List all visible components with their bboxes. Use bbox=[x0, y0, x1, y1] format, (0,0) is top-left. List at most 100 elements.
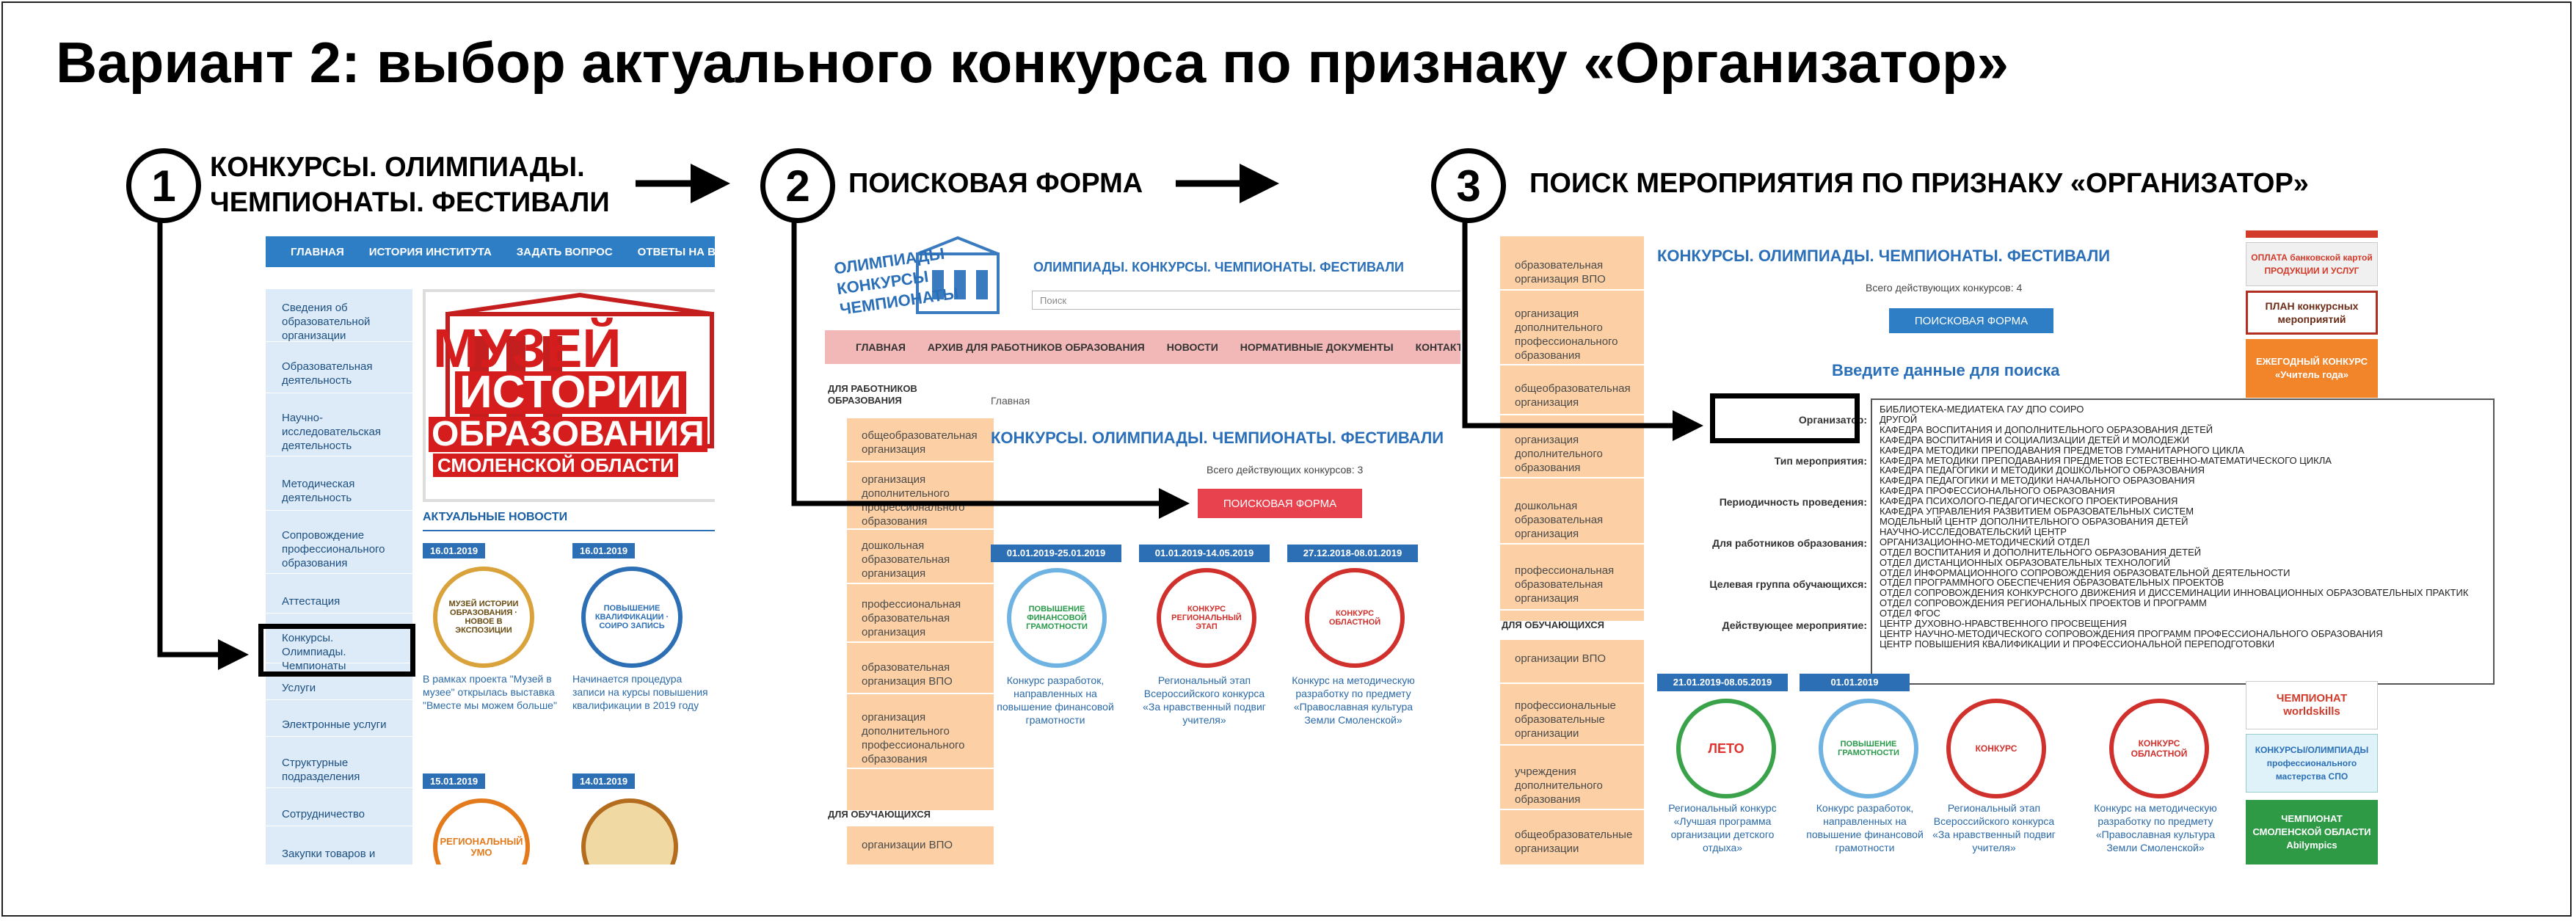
nav-ask-question[interactable]: ЗАДАТЬ ВОПРОС bbox=[516, 245, 613, 258]
banner-abilympics[interactable]: ЧЕМПИОНАТ СМОЛЕНСКОЙ ОБЛАСТИ Abilympics bbox=[2246, 800, 2378, 864]
sidebar-item[interactable]: организации ВПО bbox=[1500, 652, 1644, 684]
contest-dates: 01.01.2019-25.01.2019 bbox=[991, 545, 1121, 562]
banner-plan[interactable]: ПЛАН конкурсных мероприятий bbox=[2246, 291, 2378, 335]
organizer-option[interactable]: КАФЕДРА МЕТОДИКИ ПРЕПОДАВАНИЯ ПРЕДМЕТОВ … bbox=[1880, 454, 2332, 466]
organizer-option[interactable]: ЦЕНТР НАУЧНО-МЕТОДИЧЕСКОГО СОПРОВОЖДЕНИЯ… bbox=[1880, 627, 2383, 639]
organizer-option[interactable]: КАФЕДРА ПЕДАГОГИКИ И МЕТОДИКИ НАЧАЛЬНОГО… bbox=[1880, 475, 2195, 487]
sidebar-students: организации ВПО профессиональные образов… bbox=[1500, 640, 1644, 864]
teacher-contest-logo[interactable]: КОНКУРС bbox=[1946, 699, 2046, 798]
menu-news[interactable]: НОВОСТИ bbox=[1166, 341, 1218, 353]
news-item-text[interactable]: В рамках проекта "Музей в музее" открыла… bbox=[423, 673, 557, 711]
contest-card-text[interactable]: Конкурс разработок, направленных на повы… bbox=[997, 674, 1114, 726]
search-input[interactable]: Поиск bbox=[1032, 291, 1460, 310]
organizer-option[interactable]: КАФЕДРА МЕТОДИКИ ПРЕПОДАВАНИЯ ПРЕДМЕТОВ … bbox=[1880, 444, 2244, 456]
finance-contest-logo[interactable]: ПОВЫШЕНИЕ ФИНАНСОВОЙ ГРАМОТНОСТИ bbox=[1007, 568, 1107, 668]
sidebar-item-contests[interactable]: Конкурсы. Олимпиады. Чемпионаты bbox=[266, 631, 412, 672]
organizer-option[interactable]: КАФЕДРА УПРАВЛЕНИЯ РАЗВИТИЕМ ОБРАЗОВАТЕЛ… bbox=[1880, 506, 2194, 517]
organizer-option[interactable]: ОТДЕЛ ПРОГРАММНОГО ОБЕСПЕЧЕНИЯ ОБРАЗОВАТ… bbox=[1880, 577, 2224, 589]
finance-contest-logo[interactable]: ПОВЫШЕНИЕ ГРАМОТНОСТИ bbox=[1819, 699, 1918, 798]
sidebar-item-attestation[interactable]: Аттестация bbox=[266, 594, 412, 614]
sidebar-item-services[interactable]: Услуги bbox=[266, 681, 412, 700]
menu-home[interactable]: ГЛАВНАЯ bbox=[856, 341, 906, 353]
organizer-option[interactable]: ОТДЕЛ ДИСТАНЦИОННЫХ ОБРАЗОВАТЕЛЬНЫХ ТЕХН… bbox=[1880, 556, 2171, 568]
banner-text: ЧЕМПИОНАТ worldskills bbox=[2276, 692, 2348, 718]
organizer-option[interactable]: ОТДЕЛ ФГОС bbox=[1880, 608, 1940, 619]
sidebar-item[interactable]: образовательная организация ВПО bbox=[1500, 258, 1644, 291]
organizer-option[interactable]: БИБЛИОТЕКА-МЕДИАТЕКА ГАУ ДПО СОИРО bbox=[1880, 404, 2084, 415]
sidebar-item[interactable]: дошкольная образовательная организация bbox=[847, 539, 994, 584]
organizer-option[interactable]: ОРГАНИЗАЦИОННО-МЕТОДИЧЕСКИЙ ОТДЕЛ bbox=[1880, 536, 2090, 547]
organizer-option[interactable]: ДРУГОЙ bbox=[1880, 413, 1918, 425]
search-form-button[interactable]: ПОИСКОВАЯ ФОРМА bbox=[1889, 308, 2053, 333]
nav-history[interactable]: ИСТОРИЯ ИНСТИТУТА bbox=[368, 245, 492, 258]
contest-card-text[interactable]: Региональный этап Всероссийского конкурс… bbox=[1932, 802, 2056, 853]
organizer-option[interactable]: КАФЕДРА ПСИХОЛОГО-ПЕДАГОГИЧЕСКОГО ПРОЕКТ… bbox=[1880, 495, 2178, 507]
contest-card-text[interactable]: Региональный этап Всероссийского конкурс… bbox=[1143, 674, 1266, 726]
organizer-option[interactable]: НАУЧНО-ИССЛЕДОВАТЕЛЬСКИЙ ЦЕНТР bbox=[1880, 525, 2067, 537]
sidebar-item[interactable]: общеобразовательная организация bbox=[1500, 382, 1644, 415]
sidebar-item-e-services[interactable]: Электронные услуги bbox=[266, 718, 412, 737]
sidebar-item[interactable]: профессиональные образовательные организ… bbox=[1500, 699, 1644, 746]
sidebar-item[interactable]: образовательная организация ВПО bbox=[847, 660, 994, 694]
sidebar-item[interactable]: профессиональная образовательная организ… bbox=[1500, 564, 1644, 611]
contest-card-text[interactable]: Конкурс разработок, направленных на повы… bbox=[1806, 802, 1924, 853]
nav-home[interactable]: ГЛАВНАЯ bbox=[291, 245, 344, 258]
sidebar-item-education[interactable]: Образовательная деятельность bbox=[266, 360, 412, 393]
menu-contacts[interactable]: КОНТАКТЫ bbox=[1415, 341, 1460, 353]
news-item-text[interactable]: Начинается процедура записи на курсы пов… bbox=[572, 673, 708, 711]
sidebar-item[interactable]: организация дополнительного образования bbox=[1500, 433, 1644, 478]
museum-banner[interactable]: МУЗЕЙ ИСТОРИИ ОБРАЗОВАНИЯ СМОЛЕНСКОЙ ОБЛ… bbox=[423, 289, 715, 502]
banner-worldskills[interactable]: ЧЕМПИОНАТ worldskills bbox=[2246, 681, 2378, 729]
sidebar-item-research[interactable]: Научно-исследовательская деятельность bbox=[266, 411, 412, 456]
sidebar-heading-staff: ДЛЯ РАБОТНИКОВ ОБРАЗОВАНИЯ bbox=[828, 383, 917, 406]
sidebar-item-procurement[interactable]: Закупки товаров и услуг bbox=[266, 847, 412, 864]
sidebar-item[interactable]: учреждения дополнительного образования bbox=[1500, 765, 1644, 810]
sidebar-heading-students: ДЛЯ ОБУЧАЮЩИХСЯ bbox=[1502, 619, 1604, 630]
organizer-dropdown[interactable]: БИБЛИОТЕКА-МЕДИАТЕКА ГАУ ДПО СОИРО ДРУГО… bbox=[1871, 398, 2495, 685]
contest-card-text[interactable]: Конкурс на методическую разработку по пр… bbox=[2094, 802, 2217, 853]
news-date: 15.01.2019 bbox=[423, 773, 486, 789]
sidebar-item[interactable]: организация дополнительного профессионал… bbox=[847, 710, 994, 769]
organizer-option[interactable]: КАФЕДРА ПЕДАГОГИКИ И МЕТОДИКИ ДОШКОЛЬНОГ… bbox=[1880, 465, 2205, 476]
organizer-option[interactable]: ОТДЕЛ СОПРОВОЖДЕНИЯ РЕГИОНАЛЬНЫХ ПРОЕКТО… bbox=[1880, 597, 2207, 609]
sidebar-item-structure[interactable]: Структурные подразделения bbox=[266, 756, 412, 788]
sidebar-item[interactable]: профессиональная образовательная организ… bbox=[847, 597, 994, 643]
contest-card-text[interactable]: Региональный конкурс «Лучшая программа о… bbox=[1668, 802, 1777, 853]
search-form-button[interactable]: ПОИСКОВАЯ ФОРМА bbox=[1198, 489, 1362, 518]
organizer-label: Организатор: bbox=[1798, 414, 1867, 426]
banner-card-payment[interactable]: ОПЛАТА банковской картой ПРОДУКЦИИ И УСЛ… bbox=[2246, 242, 2378, 286]
sidebar-item-about[interactable]: Сведения об образовательной организации bbox=[266, 298, 412, 342]
regional-contest-logo[interactable]: КОНКУРС ОБЛАСТНОЙ bbox=[2109, 699, 2209, 798]
contest-dates: 27.12.2018-08.01.2019 bbox=[1287, 545, 1418, 562]
sidebar-item[interactable]: организация дополнительного профессионал… bbox=[1500, 307, 1644, 365]
site-logo[interactable]: ОЛИМПИАДЫ КОНКУРСЫ ЧЕМПИОНАТЫ bbox=[833, 232, 1013, 326]
banner-professional-olympiads[interactable]: КОНКУРСЫ/ОЛИМПИАДЫ профессионального мас… bbox=[2246, 734, 2378, 793]
sidebar-item[interactable]: общеобразовательная организация bbox=[847, 429, 994, 462]
organizer-option[interactable]: ОТДЕЛ СОПРОВОЖДЕНИЯ КОНКУРСНОГО ДВИЖЕНИЯ… bbox=[1880, 587, 2469, 599]
contest-card-text[interactable]: Конкурс на методическую разработку по пр… bbox=[1292, 674, 1415, 726]
breadcrumb[interactable]: Главная bbox=[991, 395, 1030, 407]
organizer-option[interactable]: ЦЕНТР ПОВЫШЕНИЯ КВАЛИФИКАЦИИ И ПРОФЕССИО… bbox=[1880, 638, 2275, 649]
sidebar-item-cooperation[interactable]: Сотрудничество bbox=[266, 807, 412, 826]
regional-contest-logo[interactable]: КОНКУРС ОБЛАСТНОЙ bbox=[1305, 568, 1405, 668]
organizer-option[interactable]: ОТДЕЛ ИНФОРМАЦИОННОГО СОПРОВОЖДЕНИЯ ОБРА… bbox=[1880, 567, 2291, 578]
sidebar-item-prof-support[interactable]: Сопровождение профессионального образова… bbox=[266, 528, 412, 574]
organizer-option[interactable]: КАФЕДРА ВОСПИТАНИЯ И ДОПОЛНИТЕЛЬНОГО ОБР… bbox=[1880, 423, 2213, 435]
organizer-option[interactable]: ЦЕНТР ДУХОВНО-НРАВСТВЕННОГО ПРОСВЕЩЕНИЯ bbox=[1880, 618, 2127, 630]
sidebar-students: организации ВПО bbox=[847, 826, 994, 864]
organizer-option[interactable]: ОТДЕЛ ВОСПИТАНИЯ И ДОПОЛНИТЕЛЬНОГО ОБРАЗ… bbox=[1880, 546, 2202, 558]
menu-archive[interactable]: АРХИВ ДЛЯ РАБОТНИКОВ ОБРАЗОВАНИЯ bbox=[927, 341, 1145, 353]
teacher-contest-logo[interactable]: КОНКУРС РЕГИОНАЛЬНЫЙ ЭТАП bbox=[1157, 568, 1256, 668]
sidebar-item[interactable]: дошкольная образовательная организация bbox=[1500, 499, 1644, 545]
summer-contest-logo[interactable]: ЛЕТО bbox=[1676, 699, 1776, 798]
sidebar-item-methodical[interactable]: Методическая деятельность bbox=[266, 477, 412, 511]
building-logo-icon bbox=[916, 236, 1000, 314]
menu-documents[interactable]: НОРМАТИВНЫЕ ДОКУМЕНТЫ bbox=[1240, 341, 1394, 353]
organizer-option[interactable]: КАФЕДРА ВОСПИТАНИЯ И СОЦИАЛИЗАЦИИ ДЕТЕЙ … bbox=[1880, 434, 2189, 445]
banner-teacher-of-year[interactable]: ЕЖЕГОДНЫЙ КОНКУРС «Учитель года» bbox=[2246, 339, 2378, 398]
nav-answers[interactable]: ОТВЕТЫ НА ВОПР bbox=[637, 245, 715, 258]
sidebar-item[interactable]: организации ВПО bbox=[862, 839, 953, 851]
organizer-option[interactable]: МОДЕЛЬНЫЙ ЦЕНТР ДОПОЛНИТЕЛЬНОГО ОБРАЗОВА… bbox=[1880, 515, 2188, 527]
organizer-option[interactable]: КАФЕДРА ПРОФЕССИОНАЛЬНОГО ОБРАЗОВАНИЯ bbox=[1880, 485, 2115, 497]
sidebar-item[interactable]: общеобразовательные организации bbox=[1515, 829, 1633, 855]
